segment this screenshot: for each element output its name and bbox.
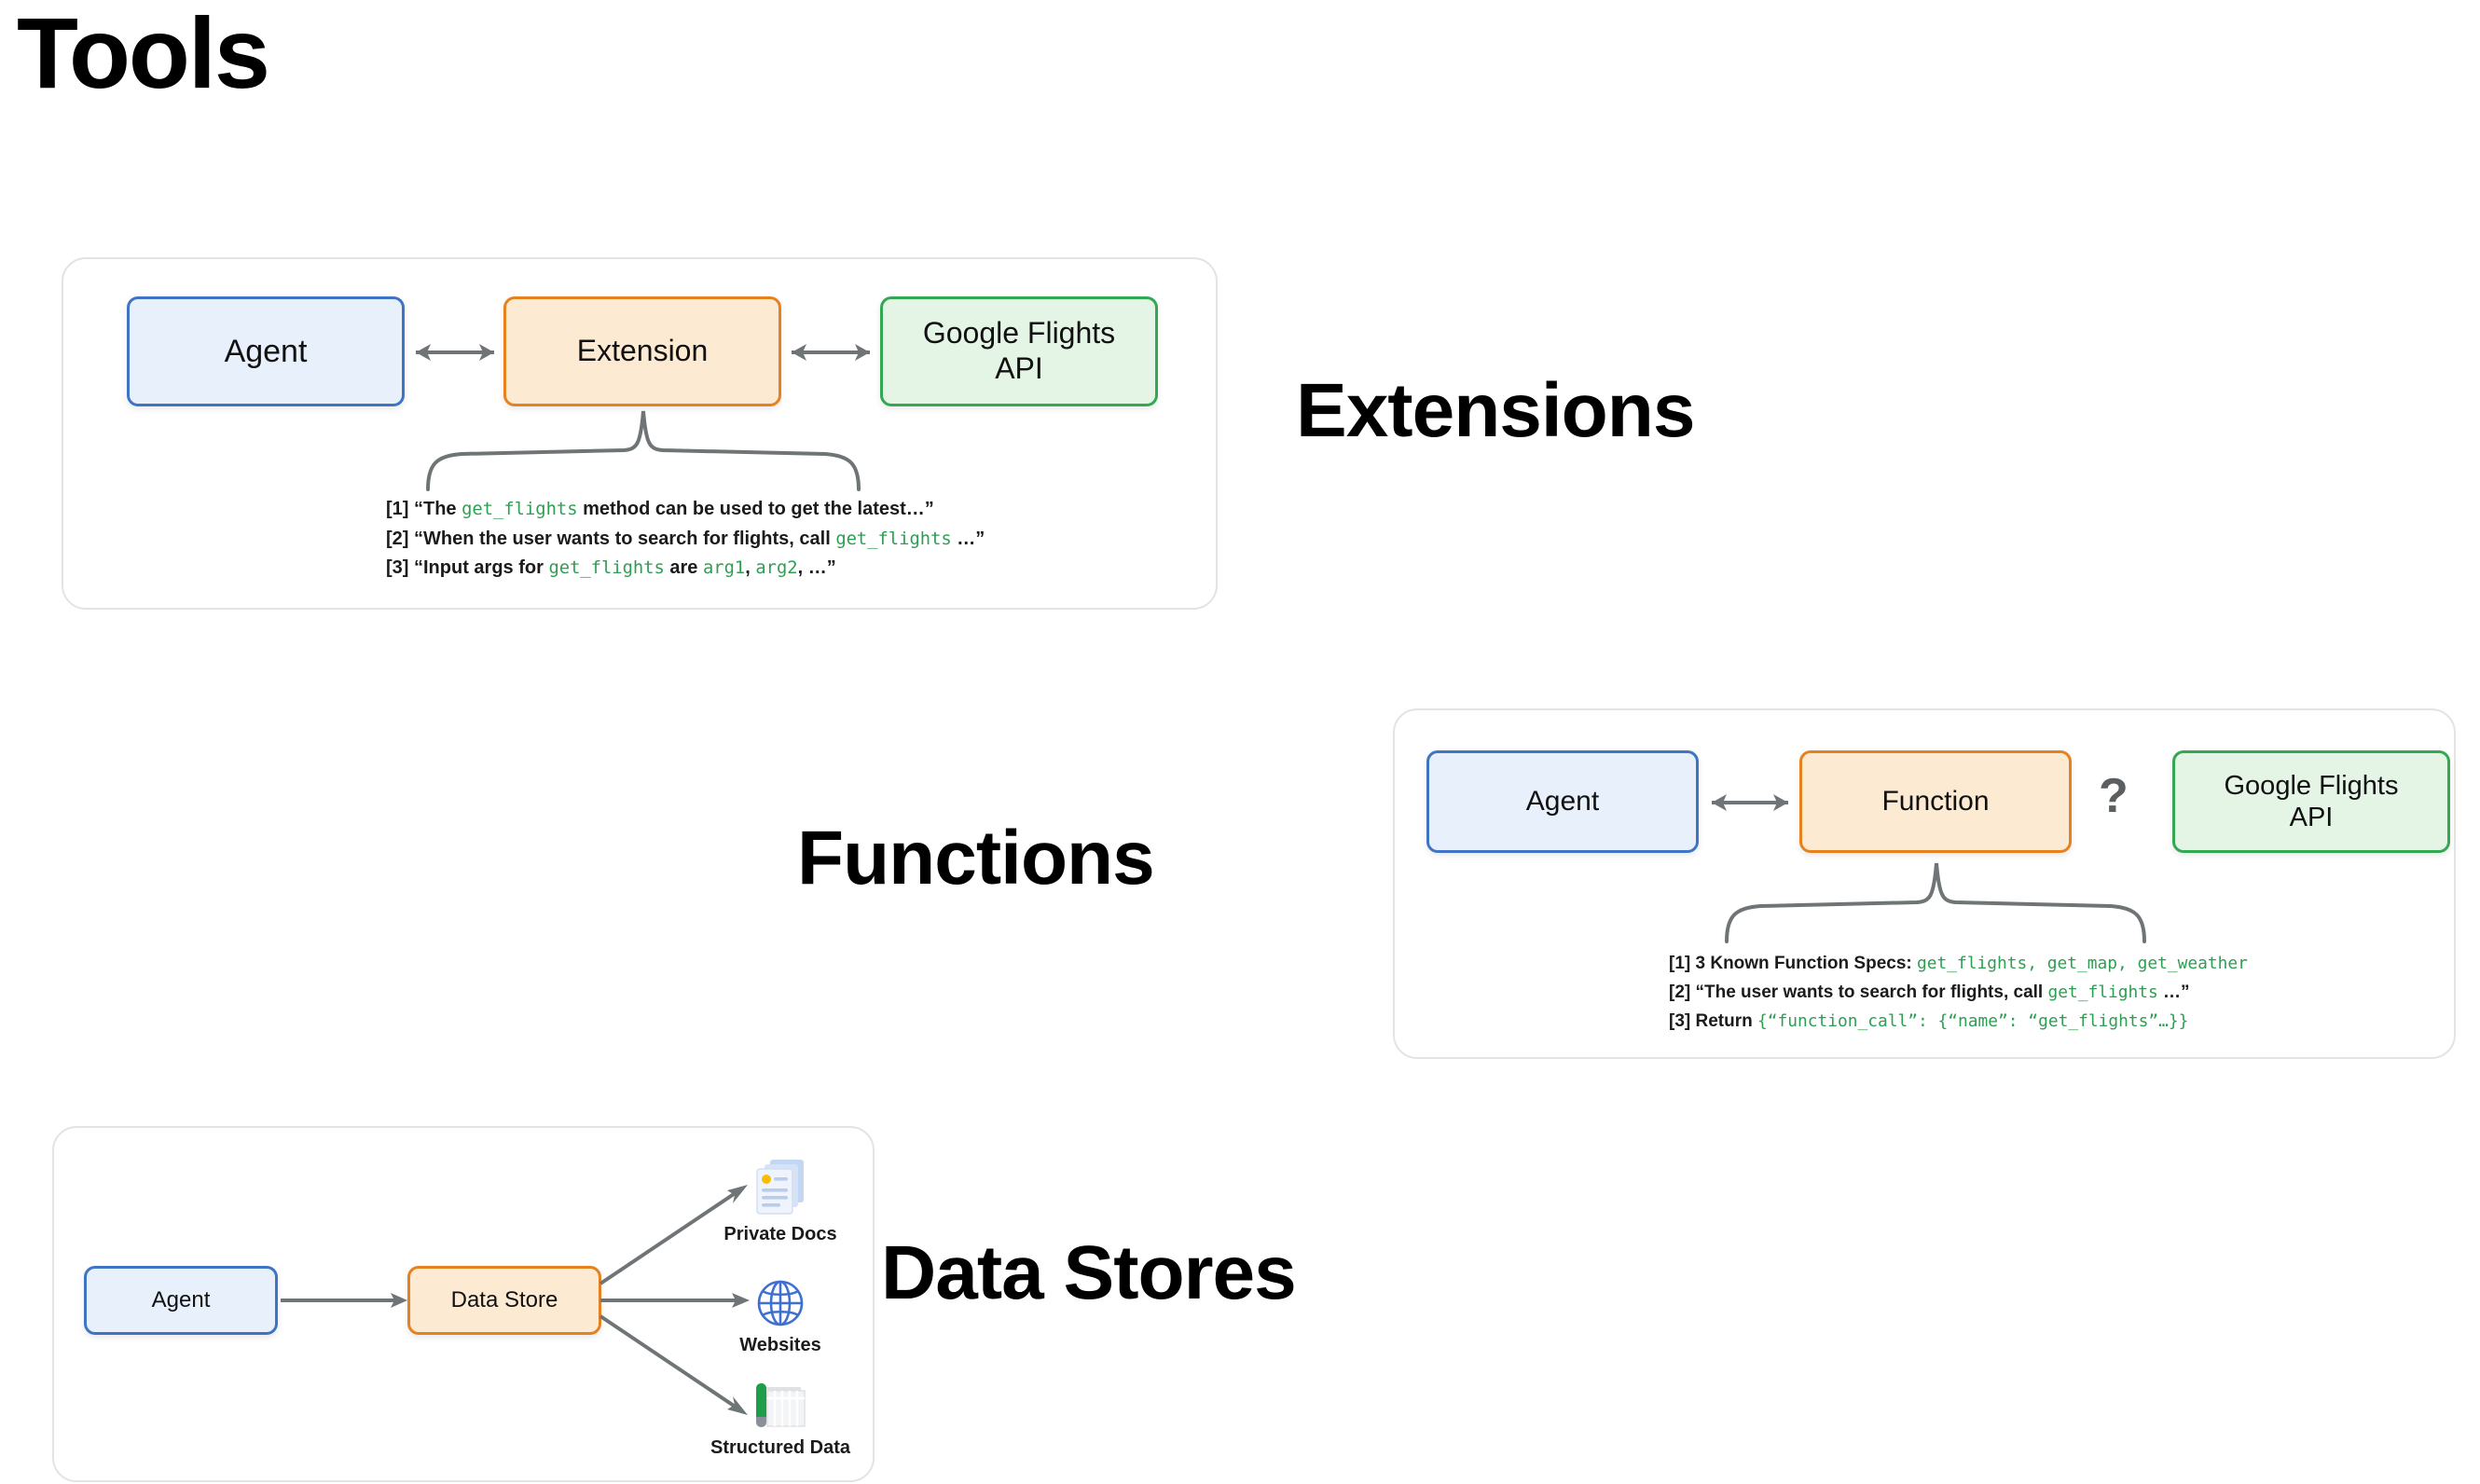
- leaf-label: Structured Data: [710, 1437, 851, 1458]
- data-stores-agent-node[interactable]: Agent: [84, 1266, 278, 1335]
- annotation-text: “Input args for: [414, 557, 549, 579]
- leaf-private-docs[interactable]: Private Docs: [701, 1153, 860, 1245]
- annotation-code: get_flights: [835, 529, 952, 549]
- annotation-text: Return: [1695, 1010, 1757, 1031]
- annotation-text: …”: [2157, 982, 2190, 1002]
- annotation-text: , …”: [797, 557, 836, 579]
- annotation-index: [2]: [386, 528, 414, 549]
- annotation-code: get_flights: [2047, 982, 2158, 1002]
- data-stores-data-store-node[interactable]: Data Store: [407, 1266, 601, 1335]
- heading-data-stores: Data Stores: [881, 1230, 1297, 1315]
- documents-icon: [756, 1160, 804, 1215]
- annotation-line: [3] Return {“function_call”: {“name”: “g…: [1669, 1008, 2248, 1037]
- question-mark-icon: ?: [2099, 769, 2129, 823]
- leaf-label: Private Docs: [723, 1224, 837, 1244]
- annotation-text: method can be used to get the latest…”: [577, 499, 934, 519]
- annotation-code: get_flights, get_map, get_weather: [1917, 954, 2248, 973]
- annotation-text: “The: [414, 499, 462, 519]
- annotation-index: [2]: [1669, 982, 1696, 1002]
- annotation-index: [1]: [1669, 954, 1696, 973]
- annotation-code: arg1: [703, 558, 746, 579]
- annotation-line: [1] “The get_flights method can be used …: [386, 495, 985, 525]
- annotation-code: get_flights: [548, 558, 665, 579]
- annotation-text: “The user wants to search for flights, c…: [1695, 982, 2048, 1002]
- annotation-line: [2] “When the user wants to search for f…: [386, 525, 985, 555]
- annotation-text: 3 Known Function Specs:: [1695, 954, 1918, 973]
- heading-extensions: Extensions: [1296, 368, 1695, 453]
- annotation-index: [1]: [386, 499, 414, 519]
- spreadsheet-icon: [756, 1383, 806, 1427]
- functions-annotation-list: [1] 3 Known Function Specs: get_flights,…: [1669, 950, 2248, 1036]
- globe-icon: [757, 1280, 804, 1326]
- annotation-code: get_flights: [462, 500, 578, 519]
- leaf-label: Websites: [739, 1335, 821, 1355]
- heading-functions: Functions: [797, 816, 1155, 900]
- annotation-text: …”: [951, 528, 985, 549]
- annotation-code: arg2: [755, 558, 798, 579]
- annotation-line: [1] 3 Known Function Specs: get_flights,…: [1669, 950, 2248, 979]
- annotation-text: are: [664, 557, 703, 579]
- functions-function-node[interactable]: Function: [1799, 750, 2072, 853]
- extensions-annotation-list: [1] “The get_flights method can be used …: [386, 495, 985, 584]
- annotation-line: [2] “The user wants to search for flight…: [1669, 979, 2248, 1008]
- page-title: Tools: [17, 0, 270, 109]
- leaf-websites[interactable]: Websites: [701, 1273, 860, 1356]
- extensions-agent-node[interactable]: Agent: [127, 296, 405, 406]
- annotation-line: [3] “Input args for get_flights are arg1…: [386, 554, 985, 584]
- extensions-extension-node[interactable]: Extension: [503, 296, 781, 406]
- annotation-text: ,: [745, 557, 756, 579]
- annotation-index: [3]: [386, 557, 414, 579]
- functions-agent-node[interactable]: Agent: [1426, 750, 1699, 853]
- annotation-text: “When the user wants to search for fligh…: [414, 528, 836, 549]
- annotation-code: {“function_call”: {“name”: “get_flights”…: [1757, 1010, 2189, 1031]
- annotation-index: [3]: [1669, 1010, 1696, 1031]
- leaf-structured-data[interactable]: Structured Data: [701, 1376, 860, 1459]
